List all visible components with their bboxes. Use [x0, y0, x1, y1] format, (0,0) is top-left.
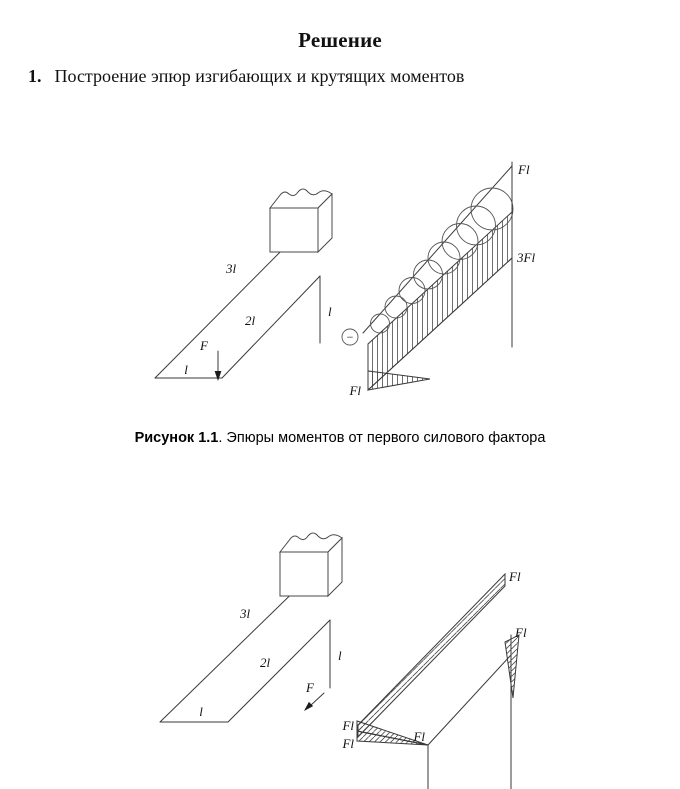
label-force: F [199, 338, 209, 353]
figure-2-diagram: 3l l 2l l F Fl Fl Fl Fl Fl [159, 532, 527, 789]
torsion-band-diagram [357, 572, 506, 739]
label-bending-max: 3Fl [516, 250, 535, 265]
label-seg1: l [199, 704, 203, 719]
beam-sketch-2: 3l l 2l l F [159, 532, 343, 723]
figure-caption: Рисунок 1.1. Эпюры моментов от первого с… [0, 430, 680, 446]
small-moment-wedge [367, 370, 431, 391]
label-left-upper-value: Fl [341, 718, 354, 733]
label-force: F [305, 680, 315, 695]
force-arrow-icon [304, 692, 325, 711]
label-small-value: Fl [348, 383, 361, 398]
moment-diagrams-1: − Fl 3Fl Fl [341, 161, 535, 398]
label-mid-value: Fl [412, 729, 425, 744]
caption-text: . Эпюры моментов от первого силового фак… [218, 430, 546, 446]
page-title: Решение [298, 28, 382, 52]
list-item-number: 1. [28, 66, 42, 86]
force-arrow-icon [214, 350, 222, 381]
label-spike-value: Fl [514, 625, 527, 640]
label-seg1: l [184, 362, 188, 377]
beam-segment-3l [159, 572, 314, 723]
svg-text:−: − [347, 330, 354, 344]
label-seg-vertical: l [328, 304, 332, 319]
beam-segment-3l [154, 228, 304, 379]
label-left-lower-value: Fl [341, 736, 354, 751]
diagram-baseline [367, 257, 513, 391]
label-torsion-value: Fl [517, 162, 530, 177]
minus-sign-icon: − [341, 328, 359, 346]
label-seg2: 2l [245, 313, 256, 328]
label-seg3: 3l [225, 261, 237, 276]
spike-diagram [504, 634, 520, 699]
label-band-value: Fl [508, 569, 521, 584]
moment-diagrams-2: Fl Fl Fl Fl Fl [341, 569, 527, 789]
beam-sketch-1: 3l l 2l l F [154, 188, 333, 381]
axis-2l-segment [427, 654, 512, 746]
axis-l-segment [356, 730, 429, 746]
figure-1-diagram: 3l l 2l l F [154, 161, 535, 398]
caption-number: Рисунок 1.1 [134, 430, 219, 446]
label-seg-vertical: l [338, 648, 342, 663]
label-seg2: 2l [260, 655, 271, 670]
wall-cube-icon [268, 188, 333, 254]
torsion-diagram [362, 165, 514, 334]
list-item-text: Построение эпюр изгибающих и крутящих мо… [54, 66, 465, 86]
beam-segment-2l [227, 619, 331, 723]
label-seg3: 3l [239, 606, 251, 621]
list-item-1: 1. Построение эпюр изгибающих и крутящих … [28, 66, 464, 87]
beam-segment-2l [221, 275, 321, 379]
wall-cube-icon [278, 532, 343, 598]
